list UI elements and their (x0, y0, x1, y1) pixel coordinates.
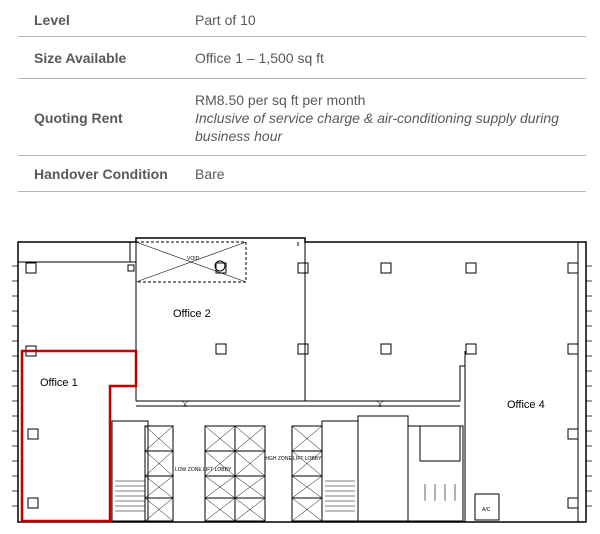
rent-note: Inclusive of service charge & air-condit… (195, 109, 559, 144)
rent-amount: RM8.50 per sq ft per month (195, 91, 366, 108)
office-4-label: Office 4 (507, 399, 545, 411)
spec-label: Handover Condition (34, 166, 168, 182)
spec-label: Quoting Rent (34, 109, 123, 126)
office-1-highlight (20, 349, 138, 523)
specification-table: Level Part of 10 Size Available Office 1… (0, 0, 600, 196)
spec-value: Part of 10 (195, 12, 256, 28)
spec-row-size: Size Available Office 1 – 1,500 sq ft (18, 38, 586, 79)
office-1-label: Office 1 (40, 377, 78, 389)
low-zone-label: LOW ZONE LIFT LOBBY (175, 467, 232, 473)
ac-label: A/C (482, 507, 491, 513)
spec-row-level: Level Part of 10 (18, 4, 586, 37)
spec-value: Bare (195, 166, 225, 182)
high-zone-label: HIGH ZONE LIFT LOBBY (264, 456, 322, 462)
spec-value: Office 1 – 1,500 sq ft (195, 50, 324, 66)
spec-label: Level (34, 12, 70, 28)
spec-row-rent: Quoting Rent RM8.50 per sq ft per month … (18, 80, 586, 156)
spec-row-handover: Handover Condition Bare (18, 157, 586, 192)
void-label: VOID (187, 256, 200, 262)
spec-value-rent: RM8.50 per sq ft per month Inclusive of … (195, 91, 586, 145)
office-2-label: Office 2 (173, 308, 211, 320)
floor-plan: Office 1 Office 2 Office 4 VOID LOW ZONE… (12, 237, 592, 523)
spec-label: Size Available (34, 50, 127, 66)
